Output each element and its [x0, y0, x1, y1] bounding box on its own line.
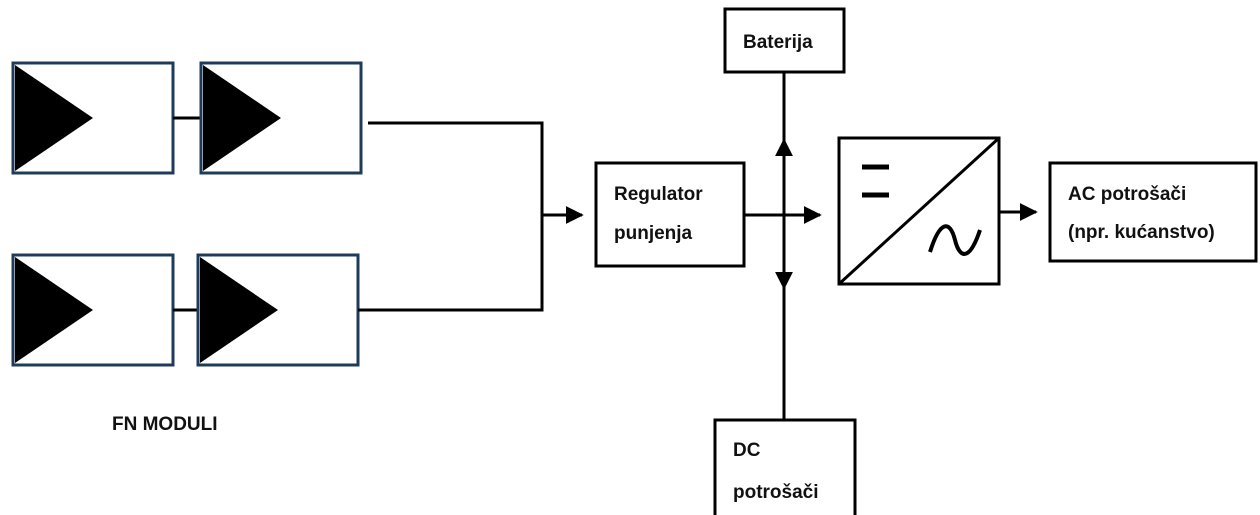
pv-module — [199, 61, 363, 175]
pv-module — [11, 61, 175, 175]
pv-modules-label: FN MODULI — [112, 414, 218, 435]
pv-panel-icon — [15, 257, 93, 363]
charge-regulator: Regulator punjenja — [594, 161, 746, 268]
charge-regulator-label-line1: Regulator — [614, 184, 703, 205]
ac-loads-label-line1: AC potrošači — [1068, 184, 1186, 205]
dc-loads-label-line2: potrošači — [733, 482, 819, 503]
pv-panel-icon — [203, 65, 281, 171]
battery: Baterija — [723, 7, 846, 74]
pv-panel-icon — [200, 257, 278, 363]
pv-string-bottom — [11, 253, 360, 367]
inverter-diagonal — [837, 136, 1001, 286]
pv-panel-icon — [15, 65, 93, 171]
charge-regulator-label-line2: punjenja — [614, 223, 693, 244]
ac-sine-icon — [928, 224, 982, 256]
inverter — [837, 136, 1001, 286]
dc-loads: DC potrošači — [713, 418, 857, 515]
pv-module — [11, 253, 175, 367]
ac-loads-label-line2: (npr. kućanstvo) — [1068, 222, 1215, 243]
dc-symbol-icon — [862, 164, 889, 198]
dc-loads-label-line1: DC — [733, 440, 761, 461]
pv-module — [196, 253, 360, 367]
pv-string-top — [11, 61, 363, 175]
pv-combiner-wire — [358, 121, 544, 312]
battery-label: Baterija — [743, 32, 813, 53]
ac-loads: AC potrošači (npr. kućanstvo) — [1048, 161, 1258, 263]
